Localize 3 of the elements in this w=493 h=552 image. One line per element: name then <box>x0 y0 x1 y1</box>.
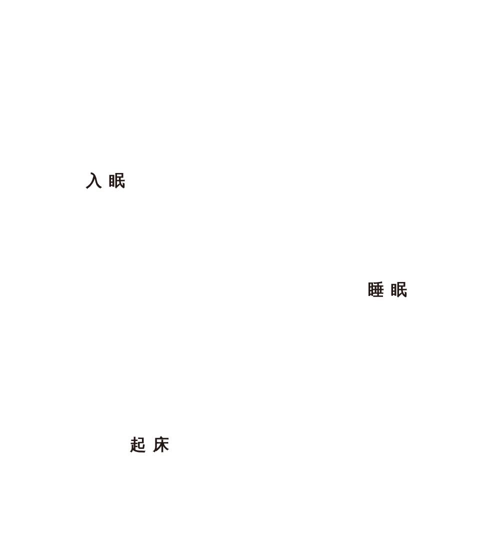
stage-label: 入眠 <box>86 172 132 190</box>
stage-label: 起床 <box>130 436 176 454</box>
stage-label: 睡眠 <box>368 281 414 299</box>
